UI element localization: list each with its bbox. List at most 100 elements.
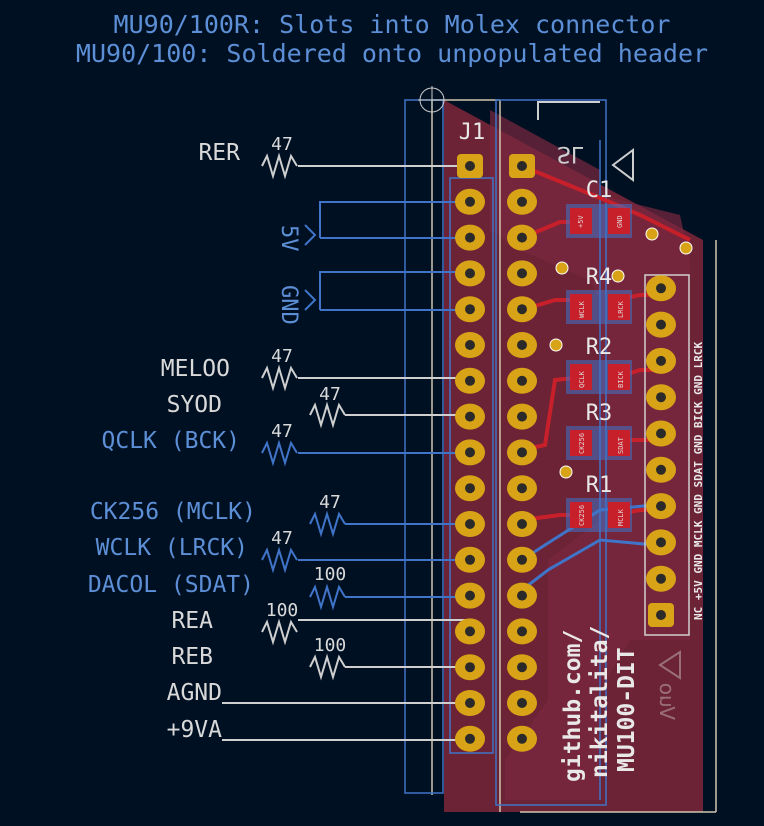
copper-pour-region: [490, 110, 690, 800]
pin-header-pad-hole: [656, 501, 666, 512]
header-pad-hole: [517, 411, 527, 422]
signal-labels: RER MELOO SYOD QCLK (BCK) CK256 (MCLK) W…: [88, 140, 256, 743]
resistor-syod-icon: [309, 401, 346, 429]
resistor-value-syod: 47: [319, 384, 341, 405]
header-pads-column-b: [507, 154, 537, 752]
header-pad-hole: [517, 483, 527, 494]
header-pad-hole: [465, 590, 475, 601]
silkscreen-sl-mirrored: SL: [557, 141, 584, 166]
via: [645, 227, 659, 241]
header-pad-hole: [465, 268, 475, 279]
pin-header-pad-hole: [656, 573, 666, 584]
power-label-gnd: GND: [276, 285, 301, 325]
header-pad-hole: [517, 196, 527, 207]
resistor-values: 47 47 47 47 47 47 100 100 100: [266, 134, 347, 656]
signal-label-rer: RER: [198, 140, 240, 166]
signal-label-agnd: AGND: [167, 680, 222, 706]
schematic-wires: [222, 165, 470, 741]
component-r2: R2 QCLK BICK: [566, 335, 632, 394]
title-line-1: MU90/100R: Slots into Molex connector: [114, 10, 671, 39]
header-pad-hole: [517, 304, 527, 315]
header-pad-hole: [517, 232, 527, 243]
schematic-resistors: [261, 152, 346, 681]
header-pad-hole: [465, 698, 475, 708]
header-pad-hole: [517, 698, 527, 708]
signal-label-ck256: CK256 (MCLK): [90, 499, 256, 525]
component-r3: R3 CK256 SDAT: [566, 401, 632, 460]
resistor-value-rer: 47: [271, 134, 293, 155]
header-pad-hole: [465, 662, 475, 673]
pin-header-pad-hole: [656, 464, 666, 475]
component-r4: R4 WCLK LRCK: [566, 265, 632, 324]
header-pad-hole: [465, 375, 475, 386]
signal-label-meloo: MELOO: [161, 356, 230, 382]
pin-header-pad-hole: [656, 355, 666, 366]
header-pad-hole: [465, 232, 475, 243]
header-pad-hole: [465, 304, 475, 315]
pin-header-pad-hole: [656, 610, 666, 620]
signal-label-wclk: WCLK (LRCK): [96, 535, 248, 561]
silkscreen-url-line-3: MU100-DIT: [614, 647, 640, 772]
pin-header-pad-hole: [656, 392, 666, 403]
header-pad-hole: [517, 733, 527, 744]
resistor-rer-icon: [261, 152, 298, 180]
header-pad-hole: [517, 268, 527, 279]
resistor-value-ck256: 47: [319, 492, 341, 513]
header-pad-hole: [465, 626, 475, 637]
resistor-value-reb: 100: [314, 635, 347, 656]
header-pads-column-a: [455, 154, 485, 752]
r3-pin1-net: CK256: [578, 433, 586, 454]
board-edge-lines: [431, 99, 717, 813]
header-pad-hole: [465, 196, 475, 207]
triangle-marker-bottom-icon: [658, 650, 681, 680]
signal-label-dacol: DACOL (SDAT): [88, 572, 254, 598]
header-pad-hole: [517, 519, 527, 529]
vias: [549, 227, 693, 479]
pin-header-outline: [644, 274, 690, 636]
signal-label-reb: REB: [171, 644, 213, 670]
resistor-value-rea: 100: [266, 600, 299, 621]
header-pad-hole: [517, 590, 527, 601]
header-pad-hole: [465, 161, 475, 171]
resistor-value-wclk: 47: [271, 528, 293, 549]
pin-header-labels: NC +5V GND MCLK GND SDAT GND BICK GND LR…: [692, 341, 705, 620]
r3-pin2-net: SDAT: [617, 436, 625, 454]
schematic-wires-blue: [298, 201, 470, 598]
power-label-5v: 5V: [276, 225, 301, 252]
component-ref-r1: R1: [586, 473, 613, 498]
triangle-marker-icon: [611, 148, 634, 182]
resistor-ck256-icon: [309, 510, 346, 538]
c1-pin2-net: GND: [616, 215, 624, 228]
component-ref-r4: R4: [586, 265, 613, 290]
origin-marker-icon: [418, 86, 446, 114]
signal-label-rea: REA: [171, 608, 213, 634]
power-arrow-icons: [304, 224, 317, 311]
pin-header-pads: [646, 275, 676, 627]
silkscreen-url-line-2: nikitalita/: [587, 626, 613, 778]
r1-pin1-net: CK256: [578, 505, 586, 526]
silkscreen-url-line-1: github.com/: [560, 630, 586, 782]
via: [679, 241, 693, 255]
header-pad-hole: [465, 447, 475, 458]
silkscreen-mirrored-bottom: Vuo: [655, 683, 679, 720]
header-ref-j1: J1: [459, 120, 486, 145]
header-pad-hole: [465, 733, 475, 744]
pin-header-pad-hole: [656, 319, 666, 330]
component-ref-r2: R2: [586, 335, 613, 360]
r2-pin2-net: BICK: [617, 370, 625, 388]
component-c1: C1 +5V GND: [566, 178, 632, 238]
header-pad-hole: [517, 447, 527, 458]
component-r1: R1 CK256 MCLK: [566, 473, 632, 532]
header-pad-hole: [465, 483, 475, 494]
signal-label-syod: SYOD: [167, 392, 222, 418]
c1-pin1-net: +5V: [577, 215, 585, 228]
resistor-value-qclk: 47: [271, 421, 293, 442]
resistor-meloo-icon: [261, 364, 298, 392]
resistor-reb-icon: [309, 653, 346, 681]
silk-bracket: [537, 101, 600, 120]
schematic-resistors-blue: [261, 439, 346, 611]
header-pad-hole: [517, 626, 527, 637]
silkscreen-url: github.com/ nikitalita/ MU100-DIT: [560, 626, 640, 782]
header-pad-hole: [517, 340, 527, 350]
